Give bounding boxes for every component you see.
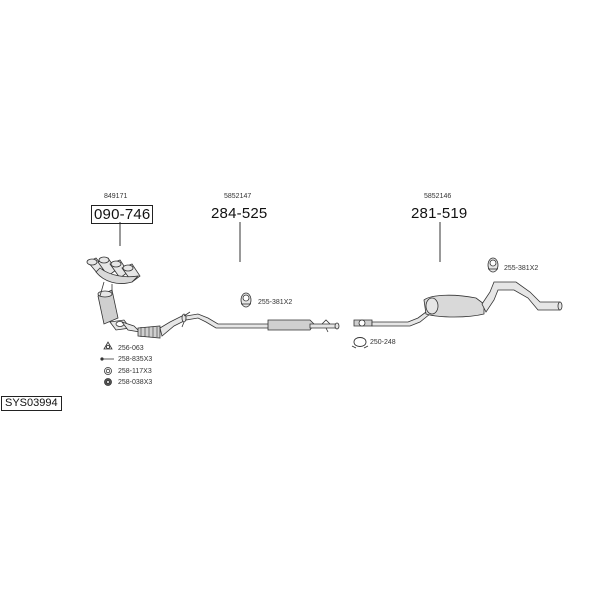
accessory-label: 258-117X3 xyxy=(118,368,152,375)
accessory-label: 255-381X2 xyxy=(258,299,293,306)
oem-number-label: 849171 xyxy=(104,193,128,200)
clamp-icon xyxy=(351,337,369,349)
oem-number-label: 5852146 xyxy=(424,193,452,200)
accessory-label: 256-063 xyxy=(118,345,144,352)
accessory-label: 250-248 xyxy=(370,339,396,346)
front-pipe-part xyxy=(120,313,187,339)
bolt-icon xyxy=(100,357,114,361)
part-number-label: 281-519 xyxy=(411,205,468,222)
diagram-code-label: SYS03994 xyxy=(1,396,62,411)
part-number-label: 090-746 xyxy=(91,205,154,224)
part-number-label: 284-525 xyxy=(211,205,268,222)
oem-number-label: 5852147 xyxy=(224,193,252,200)
intermediate-pipe-part xyxy=(181,311,340,333)
rubber-mount-icon xyxy=(240,292,252,308)
nut-icon xyxy=(104,378,112,386)
rear-silencer-part xyxy=(353,281,563,327)
ring-icon xyxy=(104,367,112,375)
manifold-catalyst-part xyxy=(86,256,141,331)
rubber-mount-icon xyxy=(487,257,499,273)
gasket-icon xyxy=(103,341,113,350)
accessory-label: 255-381X2 xyxy=(504,265,539,272)
accessory-label: 258-038X3 xyxy=(118,379,153,386)
accessory-label: 258-835X3 xyxy=(118,356,153,363)
